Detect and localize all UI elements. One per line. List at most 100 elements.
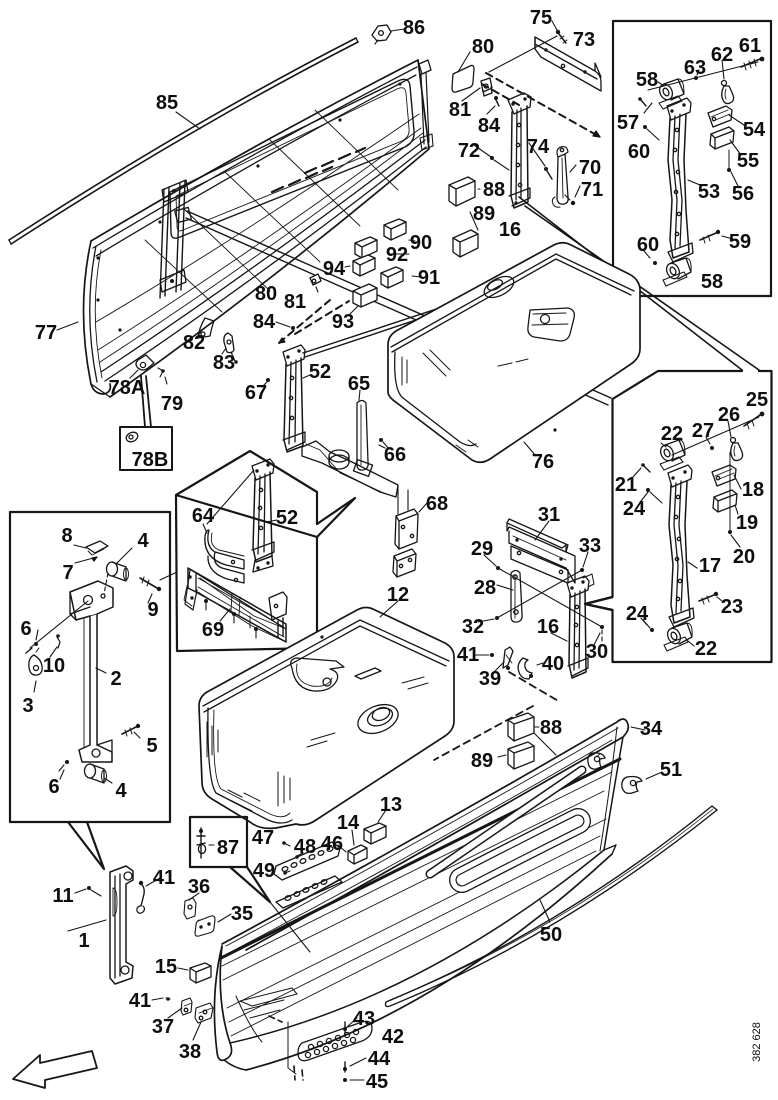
svg-text:89: 89 — [473, 203, 495, 225]
svg-text:64: 64 — [192, 505, 215, 527]
svg-text:10: 10 — [43, 655, 65, 677]
svg-text:36: 36 — [188, 876, 210, 898]
svg-text:93: 93 — [332, 311, 354, 333]
svg-text:57: 57 — [617, 112, 639, 134]
svg-text:8: 8 — [61, 525, 72, 547]
svg-text:72: 72 — [458, 140, 480, 162]
svg-text:78A: 78A — [109, 377, 146, 399]
svg-text:7: 7 — [62, 562, 73, 584]
svg-text:50: 50 — [540, 924, 562, 946]
svg-text:5: 5 — [146, 735, 157, 757]
svg-text:13: 13 — [380, 794, 402, 816]
svg-text:53: 53 — [698, 181, 720, 203]
svg-text:56: 56 — [732, 183, 754, 205]
svg-text:6: 6 — [48, 776, 59, 798]
svg-text:90: 90 — [410, 232, 432, 254]
svg-text:83: 83 — [213, 352, 235, 374]
svg-text:44: 44 — [368, 1048, 391, 1070]
svg-text:41: 41 — [153, 867, 175, 889]
svg-text:39: 39 — [479, 668, 501, 690]
svg-text:76: 76 — [532, 451, 554, 473]
svg-text:41: 41 — [129, 990, 151, 1012]
svg-text:22: 22 — [661, 423, 683, 445]
svg-text:41: 41 — [457, 644, 479, 666]
svg-text:37: 37 — [152, 1016, 174, 1038]
svg-text:20: 20 — [733, 546, 755, 568]
svg-text:4: 4 — [115, 780, 127, 802]
svg-text:26: 26 — [718, 404, 740, 426]
svg-text:23: 23 — [721, 596, 743, 618]
svg-text:24: 24 — [626, 603, 649, 625]
svg-text:58: 58 — [701, 271, 723, 293]
svg-text:42: 42 — [382, 1026, 404, 1048]
svg-text:382 628: 382 628 — [751, 1022, 763, 1062]
svg-text:28: 28 — [474, 577, 496, 599]
svg-text:60: 60 — [628, 141, 650, 163]
svg-text:70: 70 — [579, 157, 601, 179]
svg-text:61: 61 — [739, 35, 761, 57]
svg-text:71: 71 — [581, 179, 603, 201]
svg-text:69: 69 — [202, 619, 224, 641]
svg-text:3: 3 — [22, 695, 33, 717]
svg-text:32: 32 — [462, 616, 484, 638]
svg-text:79: 79 — [161, 393, 183, 415]
svg-text:46: 46 — [321, 833, 343, 855]
svg-text:62: 62 — [711, 44, 733, 66]
svg-text:66: 66 — [384, 444, 406, 466]
svg-text:82: 82 — [183, 332, 205, 354]
svg-text:74: 74 — [527, 136, 550, 158]
svg-text:6: 6 — [20, 618, 31, 640]
svg-text:65: 65 — [348, 373, 370, 395]
svg-text:14: 14 — [337, 812, 360, 834]
svg-text:91: 91 — [418, 267, 440, 289]
svg-text:29: 29 — [471, 538, 493, 560]
svg-text:78B: 78B — [132, 449, 169, 471]
svg-text:80: 80 — [255, 283, 277, 305]
svg-text:34: 34 — [640, 718, 663, 740]
svg-text:80: 80 — [472, 36, 494, 58]
svg-text:31: 31 — [538, 504, 560, 526]
svg-text:19: 19 — [736, 512, 758, 534]
svg-text:2: 2 — [110, 668, 121, 690]
svg-text:52: 52 — [276, 507, 298, 529]
svg-text:25: 25 — [746, 389, 768, 411]
svg-text:18: 18 — [742, 479, 764, 501]
svg-text:86: 86 — [403, 17, 425, 39]
svg-text:52: 52 — [309, 361, 331, 383]
svg-text:85: 85 — [156, 92, 178, 114]
svg-text:22: 22 — [695, 638, 717, 660]
svg-text:73: 73 — [573, 29, 595, 51]
svg-text:51: 51 — [660, 759, 682, 781]
svg-text:4: 4 — [137, 530, 149, 552]
svg-text:48: 48 — [294, 836, 316, 858]
svg-text:88: 88 — [483, 179, 505, 201]
svg-text:54: 54 — [743, 119, 766, 141]
svg-text:92: 92 — [386, 244, 408, 266]
svg-text:30: 30 — [586, 641, 608, 663]
svg-text:75: 75 — [530, 7, 552, 29]
svg-text:68: 68 — [426, 493, 448, 515]
svg-text:77: 77 — [35, 322, 57, 344]
svg-text:87: 87 — [217, 837, 239, 859]
svg-text:17: 17 — [699, 555, 721, 577]
svg-text:9: 9 — [147, 599, 158, 621]
svg-text:11: 11 — [52, 885, 73, 907]
svg-text:59: 59 — [729, 231, 751, 253]
svg-text:33: 33 — [579, 535, 601, 557]
svg-text:16: 16 — [499, 219, 521, 241]
svg-text:55: 55 — [737, 150, 759, 172]
svg-text:63: 63 — [684, 57, 706, 79]
svg-text:12: 12 — [387, 584, 409, 606]
svg-text:47: 47 — [252, 827, 274, 849]
svg-text:45: 45 — [366, 1071, 388, 1093]
svg-text:40: 40 — [542, 653, 564, 675]
svg-text:15: 15 — [155, 956, 177, 978]
svg-text:84: 84 — [478, 115, 501, 137]
svg-text:81: 81 — [284, 291, 306, 313]
svg-text:16: 16 — [537, 616, 559, 638]
svg-text:60: 60 — [637, 234, 659, 256]
svg-text:94: 94 — [323, 258, 346, 280]
svg-text:81: 81 — [449, 99, 471, 121]
svg-text:43: 43 — [353, 1008, 375, 1030]
svg-text:88: 88 — [540, 717, 562, 739]
